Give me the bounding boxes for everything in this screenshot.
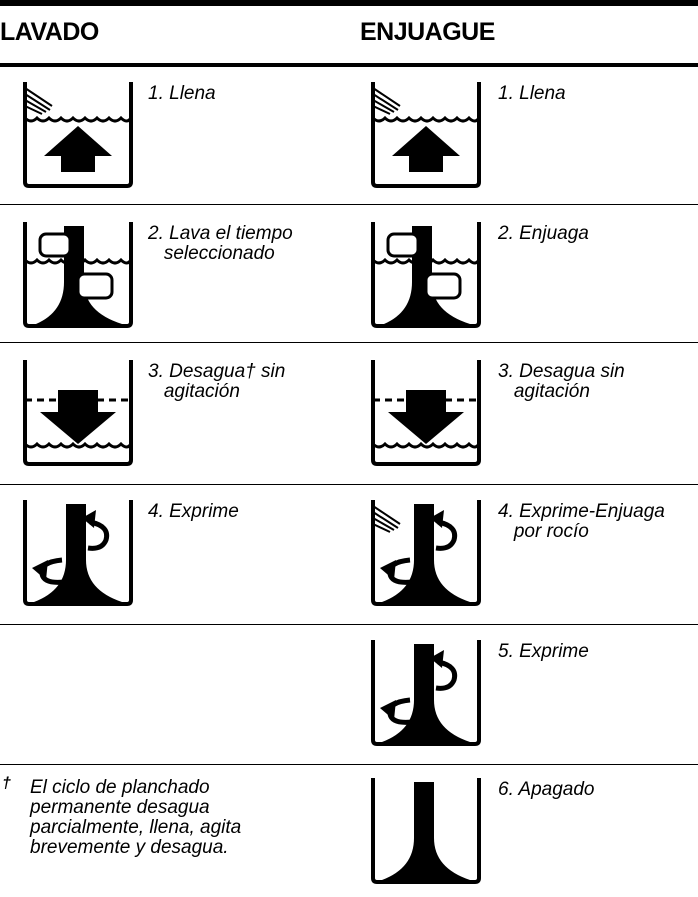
step-label: 3. Desagua sin agitación — [498, 361, 625, 402]
agitate-icon — [23, 222, 133, 328]
row-separator — [0, 204, 698, 205]
row-separator — [0, 624, 698, 625]
step-label: 2. Enjuaga — [498, 223, 589, 244]
row-separator — [0, 764, 698, 765]
row-separator — [0, 484, 698, 485]
drain-icon — [23, 360, 133, 466]
step-label: 6. Apagado — [498, 779, 595, 800]
step-label: 1. Llena — [148, 83, 216, 104]
spray-spin-icon — [371, 500, 481, 606]
step-label: 4. Exprime-Enjuaga por rocío — [498, 501, 665, 542]
step-label: 4. Exprime — [148, 501, 239, 522]
header-rule — [0, 63, 698, 67]
fill-icon — [23, 82, 133, 188]
off-icon — [371, 778, 481, 884]
agitate-icon — [371, 222, 481, 328]
wash-column-header: LAVADO — [0, 18, 99, 46]
spin-icon — [23, 500, 133, 606]
step-label: 3. Desagua† sin agitación — [148, 361, 286, 402]
drain-icon — [371, 360, 481, 466]
fill-icon — [371, 82, 481, 188]
step-label: 2. Lava el tiempo seleccionado — [148, 223, 293, 264]
row-separator — [0, 342, 698, 343]
top-rule — [0, 0, 698, 6]
step-label: 5. Exprime — [498, 641, 589, 662]
footnote-text: El ciclo de planchado permanente desagua… — [30, 777, 242, 858]
rinse-column-header: ENJUAGUE — [360, 18, 495, 46]
spin-icon — [371, 640, 481, 746]
footnote-mark: † — [2, 775, 11, 792]
step-label: 1. Llena — [498, 83, 566, 104]
